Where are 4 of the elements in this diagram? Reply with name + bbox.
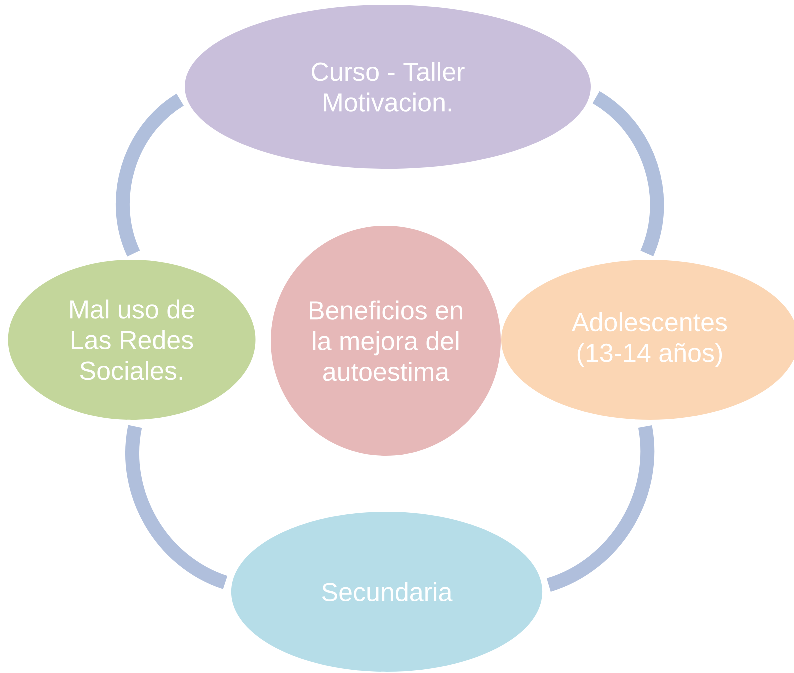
ring-arc <box>116 94 184 256</box>
ring-arc <box>546 426 654 592</box>
ring-arc <box>592 92 664 256</box>
ring-arc <box>126 426 228 590</box>
